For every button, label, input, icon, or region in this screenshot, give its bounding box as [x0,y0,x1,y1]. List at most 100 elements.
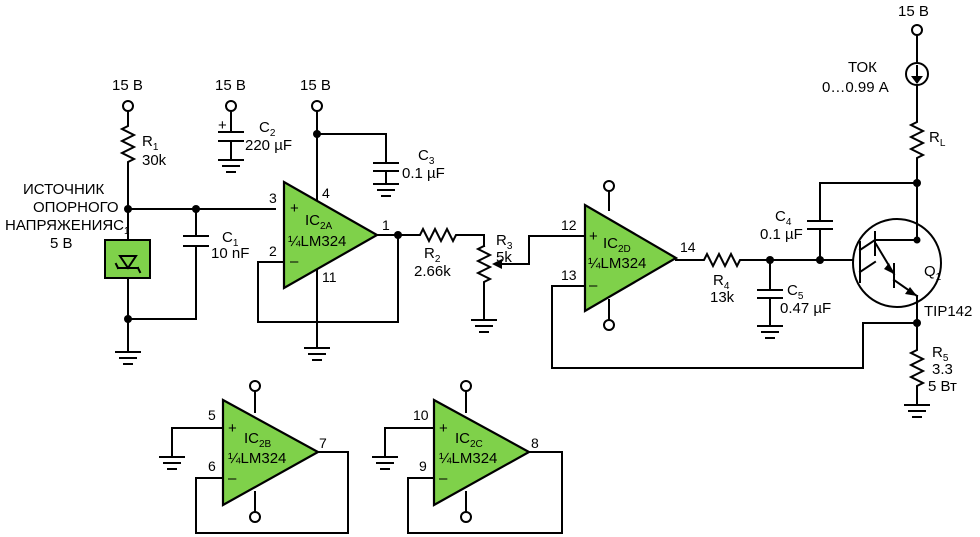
ic2b-pin5: 5 [208,407,216,423]
q1-base-link [858,260,877,274]
ic2c-minus: – [439,470,448,487]
c1-value: 10 nF [211,245,249,262]
ground-ic2b [159,456,185,470]
r2-value: 2.66k [414,263,451,280]
junction-rl [913,179,921,187]
wire-ic2c-plus [384,427,435,458]
reference-label-line3: НАПРЯЖЕНИЯ [5,217,113,234]
ground-r3 [471,319,497,333]
ic2c-gnd-terminal [460,511,472,523]
wire-ic2b-plus [171,427,224,458]
ic2a-pin2: 2 [269,243,277,259]
wire-ic2d-feedback [551,285,918,369]
ic2d-gnd-terminal [603,319,615,331]
zener-symbol [114,255,142,274]
opamp-ic2b [221,398,321,507]
zener-reference-ic1 [104,239,151,279]
ic2b-plus: + [228,420,237,437]
r3-ref: R3 [496,232,513,252]
capacitor-c3 [316,133,399,185]
ic2a-part: ¼LM324 [288,233,346,250]
c1-ref: C1 [222,229,239,249]
r5-power: 5 Вт [928,378,957,395]
ic2a-plus: + [290,200,299,217]
supply-terminal-ic2a [311,100,323,112]
ic1-ref: IC1 [109,217,130,237]
reference-label-line4: 5 В [50,235,73,252]
resistor-r2 [397,226,485,247]
ic2b-pin7: 7 [319,435,327,451]
opamp-ic2c [432,398,532,507]
wire-ic2c-feedback [407,451,563,534]
supply-label-ic2a: 15 В [300,77,331,94]
ic2c-pin10: 10 [413,407,429,423]
ic2b-minus: – [228,470,237,487]
supply-terminal-load [911,24,923,36]
ground-c2 [218,159,244,173]
capacitor-c5 [757,259,783,327]
opamp-ic2a [282,180,380,290]
ic2b-gnd-terminal [249,511,261,523]
resistor-r5 [908,295,926,406]
ic2c-pin8: 8 [531,435,539,451]
c3-ref: C3 [418,147,435,167]
resistor-r4 [675,251,821,269]
capacitor-c4 [807,182,918,261]
wiper-arrow-icon [492,259,502,269]
supply-label-r1: 15 В [112,77,143,94]
reference-label-line2: ОПОРНОГО [33,199,119,216]
ground-ic2c [372,456,398,470]
ic2d-minus: – [589,277,598,294]
resistor-r1 [119,110,137,210]
r5-ref: R5 [932,344,949,364]
ic2a-name: IC2A [305,212,333,232]
c2-polarity: + [218,117,227,134]
ic2d-pin13: 13 [561,267,577,283]
c3-value: 0.1 µF [402,165,445,182]
ic2d-plus: + [589,228,598,245]
r5-value: 3.3 [932,361,953,378]
capacitor-c1 [183,208,209,247]
r4-ref: R4 [713,272,730,292]
junction-r5 [913,319,921,327]
supply-terminal-r1 [122,100,134,112]
opamp-ic2d [583,203,679,313]
ic2c-pin9: 9 [419,458,427,474]
r1-ref: R1 [142,133,159,153]
ground-c3 [373,183,399,197]
ic2d-pin12: 12 [561,217,577,233]
supply-label-load: 15 В [898,3,929,20]
r2-ref: R2 [424,245,441,265]
r4-value: 13k [710,289,735,306]
ic2b-vcc-terminal [249,380,261,392]
resistor-rl [908,84,926,241]
wire-c1-bottom [127,245,197,320]
ic2c-name: IC2C [455,430,483,450]
ic2a-pin3: 3 [269,190,277,206]
supply-terminal-c2 [225,100,237,112]
ic2c-plus: + [439,420,448,437]
q1-ref: Q1 [924,263,942,283]
c5-value: 0.47 µF [780,300,831,317]
capacitor-c2 [218,110,244,161]
current-arrow-icon [911,76,923,84]
c4-ref: C4 [775,208,792,228]
current-label: ТОК [848,59,877,76]
current-range: 0…0.99 А [822,79,889,96]
reference-label-line1: ИСТОЧНИК [23,181,105,198]
q1-driver-arrow-icon [884,263,894,274]
c5-ref: C5 [787,282,804,302]
ic2a-pin1: 1 [382,217,390,233]
q1-part: TIP142 [924,303,972,320]
c4-value: 0.1 µF [760,226,803,243]
ic2c-part: ¼LM324 [439,450,497,467]
q1-collector [858,238,918,252]
ic2c-vcc-terminal [460,380,472,392]
ic2d-pin14: 14 [680,239,696,255]
ground-ref [115,351,141,365]
ic2d-name: IC2D [603,235,631,255]
ground-c5 [757,325,783,339]
ic2a-pin4: 4 [322,185,330,201]
potentiometer-r3 [475,244,493,321]
q1-emitter-arrow-icon [905,287,917,296]
